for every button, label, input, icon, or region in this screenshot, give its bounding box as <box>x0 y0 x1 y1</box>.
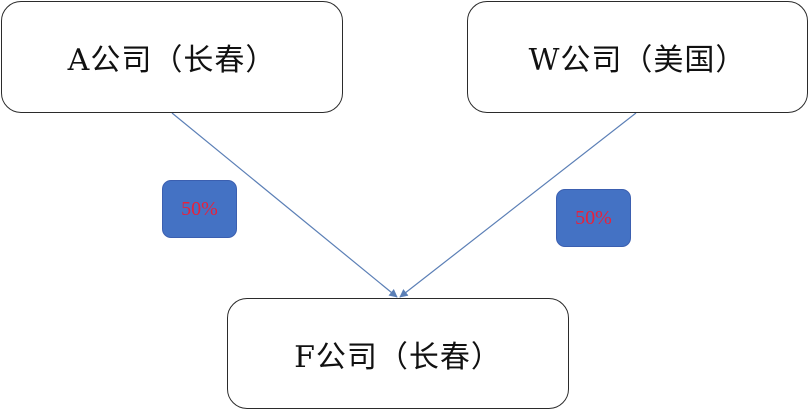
company-f-node: F公司（长春） <box>227 298 569 409</box>
company-w-label: W公司（美国） <box>528 43 747 78</box>
share-badge-w: 50% <box>556 189 631 247</box>
share-badge-a-label: 50% <box>181 197 218 220</box>
company-a-node: A公司（长春） <box>1 1 343 113</box>
share-badge-w-label: 50% <box>575 206 612 229</box>
company-f-label: F公司（长春） <box>294 339 502 375</box>
share-badge-a: 50% <box>162 180 237 238</box>
arrow-w-to-f <box>399 112 637 298</box>
company-w-node: W公司（美国） <box>467 1 808 113</box>
arrow-a-to-f <box>171 112 398 298</box>
company-a-label: A公司（长春） <box>67 43 277 78</box>
